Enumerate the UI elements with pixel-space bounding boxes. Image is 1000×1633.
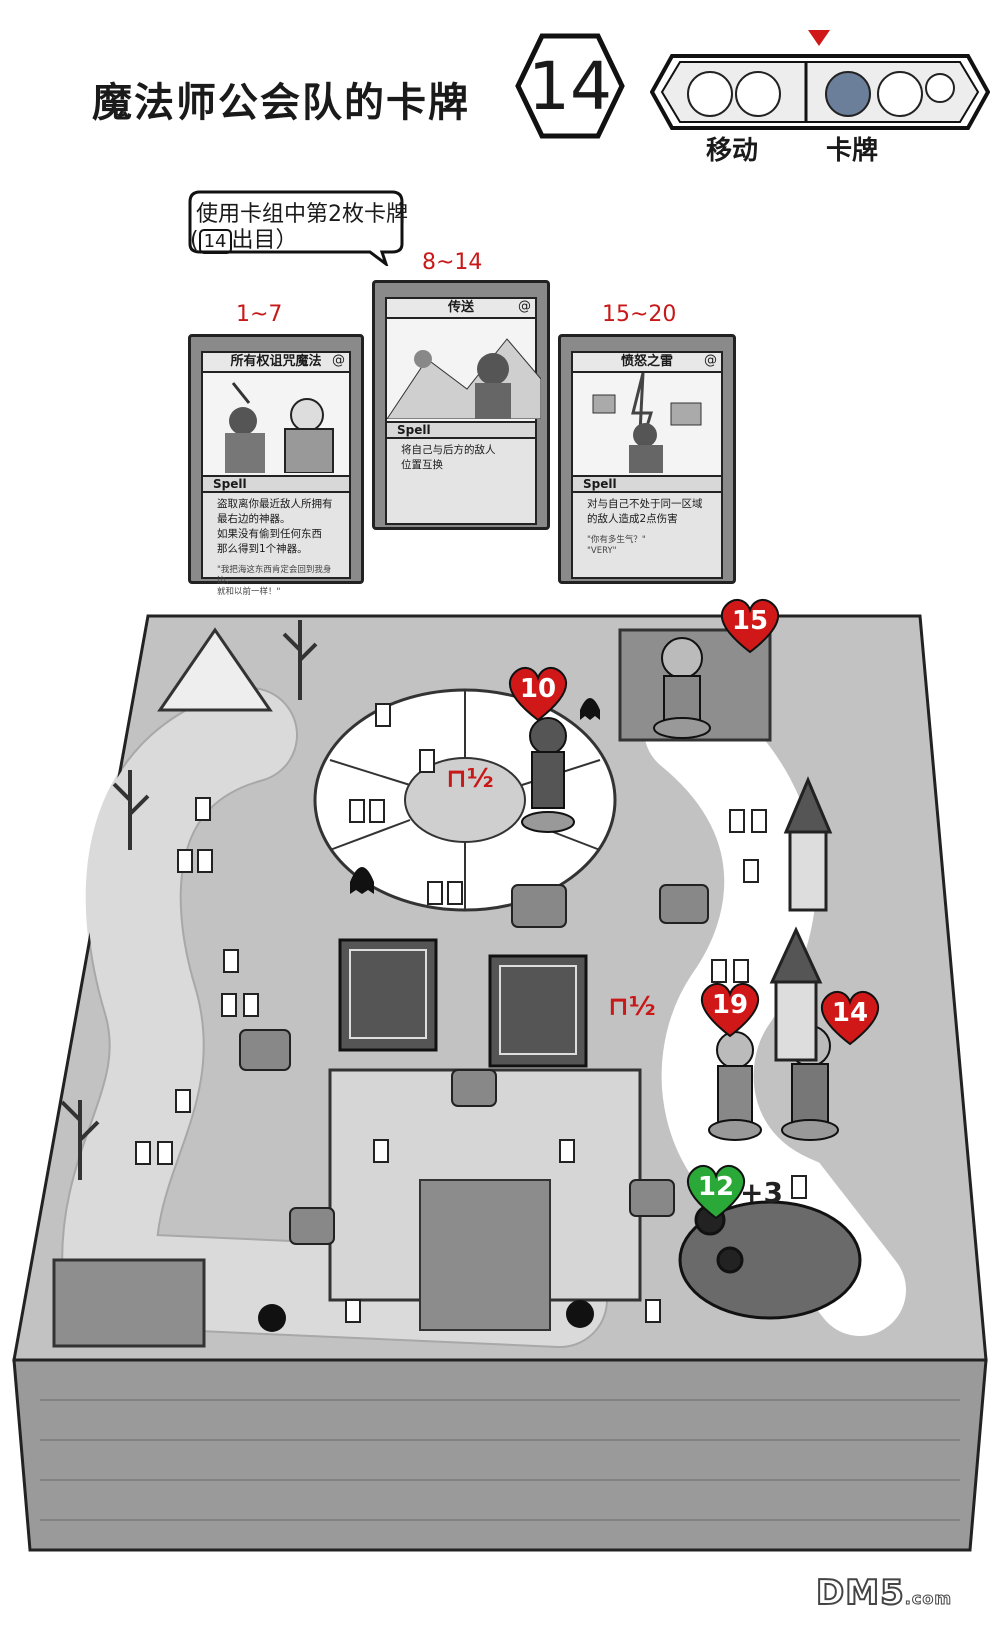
card-text-line: 最右边的神器。 [217,513,291,525]
card-title: 所有权诅咒魔法 [201,351,351,373]
move-cost-marker: ⊓½ [608,992,656,1022]
hp-heart-14: 14 [818,988,882,1050]
heal-bonus: +3 [740,1176,783,1209]
card-ownership-curse[interactable]: 所有权诅咒魔法 @ Spell 盗取离你最近敌人所拥有 最右边的神器。 如果没有… [188,334,364,597]
card-text-line: 如果没有偷到任何东西 [217,528,322,540]
bomb-icon [258,1300,594,1332]
card-title: 愤怒之雷 [571,351,723,373]
swirl-icon: @ [518,299,531,314]
card-range-1: 1~7 [236,302,283,327]
game-board [12,614,988,1552]
card-title: 传送 [385,297,537,319]
card-text-line: 的敌人造成2点伤害 [587,513,678,525]
hp-heart-19: 19 [698,980,762,1042]
card-text-line: 对与自己不处于同一区域 [587,498,703,510]
card-text-line: 位置互换 [401,459,443,471]
card-art [571,372,723,477]
deck-pile-right [488,954,588,1068]
card-range-2: 8~14 [422,250,483,275]
turn-label-move: 移动 [706,136,759,166]
hp-heart-15: 15 [718,596,782,658]
move-cost-marker: ⊓½ [446,764,494,794]
tentacle-monster-icon [678,1200,862,1320]
swirl-icon: @ [332,353,345,368]
bubble-dice-badge: 14 [198,229,232,254]
card-art [385,319,542,423]
ghost-icon [350,698,600,894]
card-flavor-text: "你有多生气？" "VERY" [587,535,707,557]
card-text-line: 盗取离你最近敌人所拥有 [217,498,333,510]
dead-tree-icon [60,620,318,1180]
speech-bubble [188,190,404,266]
dice-icon [515,33,625,139]
character-portrait-icon [687,71,955,117]
card-flavor-text: "我把海这东西肯定会回到我身边， 就和以前一样！" [217,565,335,598]
card-type: Spell [385,421,537,439]
page-title: 魔法师公会队的卡牌 [92,80,470,126]
card-range-3: 15~20 [602,302,677,327]
current-turn-marker-icon [808,30,830,46]
bubble-suffix: 出目） [231,228,298,253]
hp-heart-12: 12 [684,1162,748,1224]
watermark-logo: DM5.com [815,1572,952,1614]
card-space-icon [135,703,807,1323]
card-flavor-line: "VERY" [587,546,617,556]
swirl-icon: @ [704,353,717,368]
track-left [63,689,606,1346]
boot-icon: ⊓ [446,764,467,794]
turn-order-bar [650,54,990,130]
card-description: 将自己与后方的敌人 位置互换 [385,439,537,525]
card-text-line: 那么得到1个神器。 [217,543,308,555]
deck-pile-left [338,938,438,1052]
corner-scroll-area [52,1258,206,1348]
tent-icon [157,627,273,712]
card-text-line: 将自己与后方的敌人 [401,444,496,456]
bubble-line-1: 使用卡组中第2枚卡牌 [196,202,408,227]
card-flavor-line: "你有多生气？" [587,535,646,545]
dice-value: 14 [528,48,612,125]
card-description: 对与自己不处于同一区域 的敌人造成2点伤害 "你有多生气？" "VERY" [571,493,723,579]
card-description: 盗取离你最近敌人所拥有 最右边的神器。 如果没有偷到任何东西 那么得到1个神器。… [201,493,351,597]
bubble-paren: ( [190,228,199,253]
boot-icon: ⊓ [608,992,629,1022]
card-type: Spell [571,475,723,493]
turn-label-card: 卡牌 [826,136,879,166]
card-flavor-line: 就和以前一样！" [217,587,281,597]
treasure-chest-icon [239,884,709,1245]
hp-heart-10: 10 [506,664,570,726]
card-flavor-line: "我把海这东西肯定会回到我身边， [217,565,332,586]
tower-icon [769,776,833,1062]
card-thunder-of-wrath[interactable]: 愤怒之雷 @ Spell 对与自己不处于同一区域 的敌人造成2点伤害 "你有多生… [558,334,736,584]
card-teleport[interactable]: 传送 @ Spell 将自己与后方的敌人 位置互换 [372,280,550,530]
card-art [201,373,351,477]
board-front-side [12,1358,988,1552]
card-type: Spell [201,475,351,493]
